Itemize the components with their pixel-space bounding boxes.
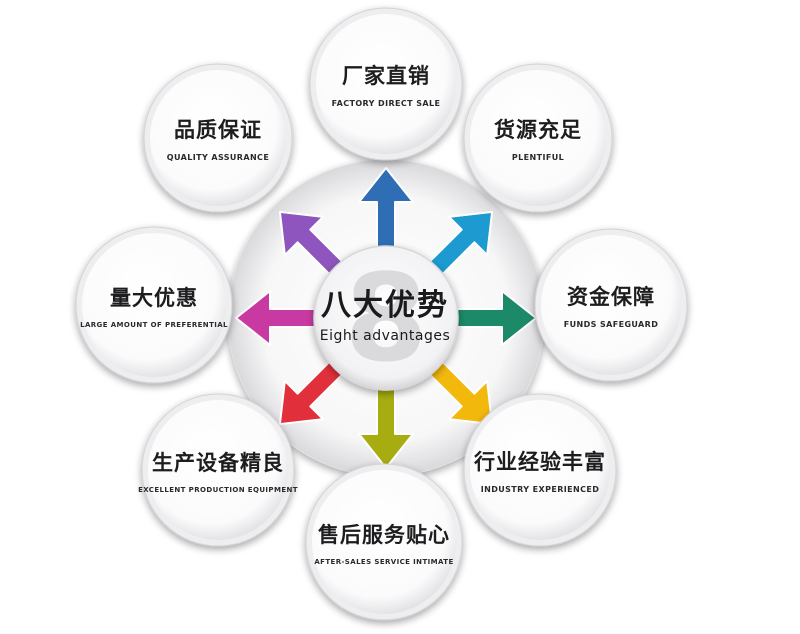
center-subtitle: Eight advantages <box>319 328 451 344</box>
advantage-title: 量大优惠 <box>110 285 198 310</box>
advantage-title: 品质保证 <box>174 118 262 142</box>
advantage-title: 资金保障 <box>567 285 655 309</box>
center-label: 八大优势 Eight advantages <box>300 272 470 352</box>
advantage-subtitle: LARGE AMOUNT OF PREFERENTIAL <box>80 320 228 329</box>
advantage-factory-direct-sale: 厂家直销 FACTORY DIRECT SALE <box>316 14 456 154</box>
node-circle-after-sales-service <box>312 470 456 614</box>
advantage-after-sales-service: 售后服务贴心 AFTER-SALES SERVICE INTIMATE <box>312 470 456 614</box>
advantage-subtitle: INDUSTRY EXPERIENCED <box>480 485 600 494</box>
advantage-quality-assurance: 品质保证 QUALITY ASSURANCE <box>150 70 286 206</box>
advantage-title: 厂家直销 <box>342 64 430 88</box>
advantage-funds-safeguard: 资金保障 FUNDS SAFEGUARD <box>541 235 681 375</box>
advantage-title: 行业经验丰富 <box>474 450 606 474</box>
advantage-subtitle: QUALITY ASSURANCE <box>166 153 270 162</box>
advantage-subtitle: AFTER-SALES SERVICE INTIMATE <box>314 557 454 566</box>
node-circle-factory-direct-sale <box>316 14 456 154</box>
node-circle-plentiful <box>470 70 606 206</box>
center-title: 八大优势 <box>321 288 449 323</box>
advantage-industry-experienced: 行业经验丰富 INDUSTRY EXPERIENCED <box>470 400 610 540</box>
node-circle-large-amount-preferential <box>82 233 226 377</box>
node-circle-industry-experienced <box>470 400 610 540</box>
advantage-subtitle: PLENTIFUL <box>511 153 565 162</box>
advantage-large-amount-preferential: 量大优惠 LARGE AMOUNT OF PREFERENTIAL <box>80 233 228 377</box>
advantage-title: 生产设备精良 <box>152 450 284 475</box>
advantage-plentiful: 货源充足 PLENTIFUL <box>470 70 606 206</box>
node-circle-production-equipment <box>148 400 288 540</box>
advantage-title: 货源充足 <box>494 118 582 142</box>
advantage-subtitle: FACTORY DIRECT SALE <box>331 99 441 108</box>
advantage-subtitle: EXCELLENT PRODUCTION EQUIPMENT <box>138 485 298 494</box>
advantage-subtitle: FUNDS SAFEGUARD <box>563 320 659 329</box>
center-watermark: 8 <box>344 250 428 389</box>
advantage-production-equipment: 生产设备精良 EXCELLENT PRODUCTION EQUIPMENT <box>138 400 297 540</box>
center-hub <box>313 245 459 391</box>
advantage-title: 售后服务贴心 <box>318 522 450 547</box>
node-circle-funds-safeguard <box>541 235 681 375</box>
node-circle-quality-assurance <box>150 70 286 206</box>
